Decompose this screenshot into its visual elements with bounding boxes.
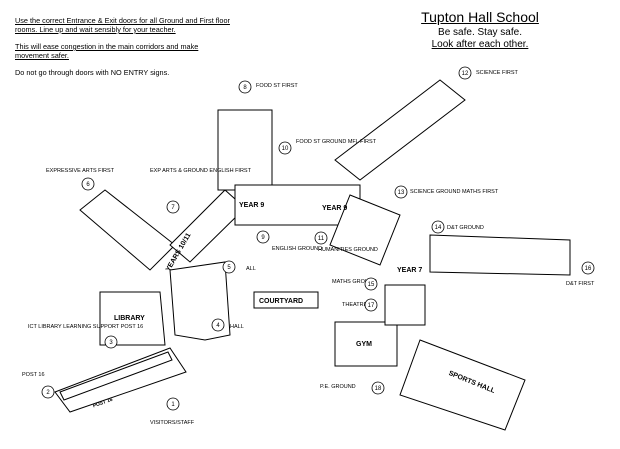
marker-17: 17	[368, 303, 375, 309]
label-hall: HALL	[230, 324, 244, 330]
marker-8-circle	[238, 80, 252, 94]
marker-16: 16	[585, 266, 592, 272]
marker-10: 10	[282, 146, 289, 152]
marker-13: 13	[398, 190, 405, 196]
marker-11: 11	[318, 236, 325, 242]
courtyard-box	[253, 291, 319, 309]
label-science-first: SCIENCE FIRST	[476, 70, 519, 76]
instruction-congestion: This will ease congestion in the main co…	[15, 42, 199, 60]
room-year9a: YEAR 9	[239, 202, 264, 209]
marker-14: 14	[435, 225, 442, 231]
label-visitors-staff: VISITORS/STAFF	[150, 420, 195, 426]
instruction-entrance-exit: Use the correct Entrance & Exit doors fo…	[15, 16, 230, 34]
marker-10-circle	[278, 141, 292, 155]
marker-8: 8	[243, 85, 247, 91]
label-maths-ground: MATHS GROUND	[332, 279, 377, 285]
marker-13-circle	[394, 185, 408, 199]
marker-6-circle	[81, 177, 95, 191]
label-humanities-ground: HUMANITIES GROUND	[318, 247, 378, 253]
marker-1: 1	[171, 402, 175, 408]
wing-dt	[429, 234, 571, 276]
label-expressive-arts: EXPRESSIVE ARTS FIRST	[46, 168, 115, 174]
wing-food-tech	[217, 109, 273, 191]
marker-14-circle	[431, 220, 445, 234]
label-post16-entrance: POST 16	[22, 372, 45, 378]
marker-4-circle	[211, 318, 225, 332]
label-english-ground: ENGLISH GROUND	[272, 246, 322, 252]
marker-11-circle	[314, 231, 328, 245]
room-year9b: YEAR 9	[322, 205, 347, 212]
marker-7: 7	[171, 205, 175, 211]
label-science-ground: SCIENCE GROUND MATHS FIRST	[410, 189, 499, 195]
room-courtyard: COURTYARD	[259, 298, 303, 305]
label-pe-ground: P.E. GROUND	[320, 384, 356, 390]
connector-block	[384, 284, 426, 326]
humanities-block	[329, 194, 401, 266]
marker-2: 2	[46, 390, 50, 396]
marker-5: 5	[227, 265, 231, 271]
marker-5-circle	[222, 260, 236, 274]
marker-12-circle	[458, 66, 472, 80]
label-dt-ground: D&T GROUND	[447, 225, 484, 231]
wing-post16-inner	[59, 351, 173, 401]
library-block	[99, 291, 166, 346]
wing-expressive-arts	[79, 189, 176, 271]
gym-block	[334, 321, 398, 367]
marker-3: 3	[109, 340, 113, 346]
marker-7-circle	[166, 200, 180, 214]
school-header: Tupton Hall School Be safe. Stay safe. L…	[405, 9, 555, 51]
marker-15: 15	[368, 282, 375, 288]
label-theatre: THEATRE	[342, 302, 368, 308]
marker-9: 9	[261, 235, 265, 241]
marker-1-circle	[166, 397, 180, 411]
room-gym: GYM	[356, 341, 372, 348]
label-food-st-first: FOOD ST FIRST	[256, 83, 298, 89]
room-year7: YEAR 7	[397, 267, 422, 274]
marker-15-circle	[364, 277, 378, 291]
marker-18-circle	[371, 381, 385, 395]
label-food-st-ground: FOOD ST GROUND MFL FIRST	[296, 139, 377, 145]
slogan-1: Be safe. Stay safe.	[438, 27, 522, 38]
instruction-no-entry: Do not go through doors with NO ENTRY si…	[15, 68, 170, 77]
wing-post16	[54, 347, 187, 413]
marker-3-circle	[104, 335, 118, 349]
marker-4: 4	[216, 323, 220, 329]
marker-17-circle	[364, 298, 378, 312]
slogan-2: Look after each other.	[431, 39, 529, 50]
school-title: Tupton Hall School	[421, 9, 539, 25]
instructions-panel: Use the correct Entrance & Exit doors fo…	[15, 16, 230, 85]
marker-6: 6	[86, 182, 90, 188]
label-exp-arts-english: EXP ARTS & GROUND ENGLISH FIRST	[150, 168, 252, 174]
label-ict-library: ICT LIBRARY LEARNING SUPPORT POST 16	[28, 324, 143, 330]
wing-science	[334, 79, 466, 181]
label-dt-first: D&T FIRST	[566, 281, 595, 287]
marker-16-circle	[581, 261, 595, 275]
marker-18: 18	[375, 386, 382, 392]
label-all: ALL	[246, 266, 256, 272]
room-library: LIBRARY	[114, 315, 145, 322]
marker-12: 12	[462, 71, 469, 77]
marker-9-circle	[256, 230, 270, 244]
marker-2-circle	[41, 385, 55, 399]
sports-hall-block	[399, 339, 526, 431]
